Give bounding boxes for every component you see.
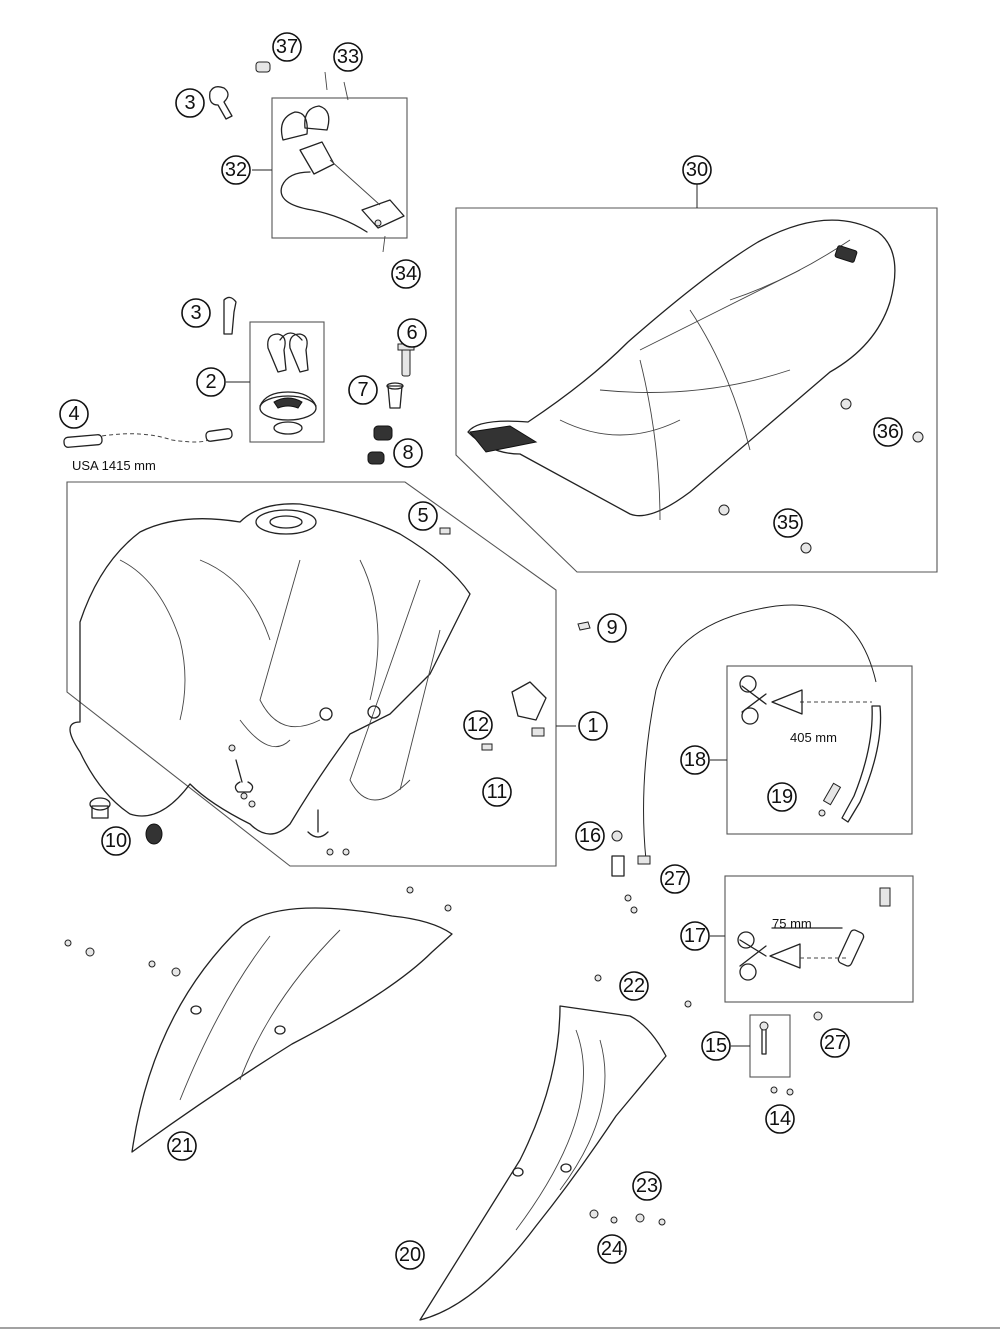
callout-3-top: 3 [175,88,205,118]
tank-mounting-rubber [89,797,163,845]
screw-and-bushing [367,343,415,465]
tank-cap-frame [249,321,325,443]
svg-text:10: 10 [105,830,127,852]
callout-1: 1 [578,711,608,741]
svg-text:17: 17 [684,925,706,947]
callout-6: 6 [397,318,427,348]
callout-33: 33 [333,42,363,72]
svg-text:6: 6 [406,322,417,344]
side-panel-left [64,886,453,1153]
svg-text:12: 12 [467,714,489,736]
svg-text:9: 9 [606,617,617,639]
svg-text:1: 1 [587,715,598,737]
tank-cap [259,332,317,435]
ignition-lock-set [255,61,405,253]
screw-9 [577,621,591,631]
fuel-tank [69,503,471,856]
svg-text:37: 37 [276,36,298,58]
svg-text:8: 8 [402,442,413,464]
svg-text:7: 7 [357,379,368,401]
callout-36: 36 [873,417,903,447]
svg-text:14: 14 [769,1108,791,1130]
dimension-75mm: 75 mm [772,916,812,931]
callout-32: 32 [221,155,251,185]
callout-14: 14 [765,1104,795,1134]
breather-hose [63,428,233,448]
callout-11: 11 [482,777,512,807]
callout-24: 24 [597,1234,627,1264]
callout-30: 30 [682,155,712,185]
callout-8: 8 [393,438,423,468]
svg-text:4: 4 [68,403,79,425]
seat-frame [455,207,938,573]
svg-text:35: 35 [777,512,799,534]
svg-text:5: 5 [417,505,428,527]
svg-text:16: 16 [579,825,601,847]
callout-37: 37 [272,32,302,62]
svg-text:3: 3 [184,92,195,114]
callout-21: 21 [167,1131,197,1161]
callout-7: 7 [348,375,378,405]
svg-text:2: 2 [205,371,216,393]
svg-text:30: 30 [686,159,708,181]
fuel-level-sensor [481,681,547,751]
svg-text:21: 21 [171,1135,193,1157]
svg-text:36: 36 [877,421,899,443]
seat [467,219,924,554]
svg-text:32: 32 [225,159,247,181]
svg-text:24: 24 [601,1238,623,1260]
callout-10: 10 [101,826,131,856]
callout-23: 23 [632,1171,662,1201]
callout-22: 22 [619,971,649,1001]
key-blank [223,296,237,335]
hose-cut-405-frame [726,665,913,835]
svg-text:27: 27 [664,868,686,890]
fuel-tap-frame [749,1014,791,1078]
dimension-usa-1415mm: USA 1415 mm [72,458,156,473]
hose-405-detail [739,675,882,823]
svg-text:20: 20 [399,1244,421,1266]
callout-4: 4 [59,399,89,429]
callout-2: 2 [196,367,226,397]
callout-3-mid: 3 [181,298,211,328]
callout-19: 19 [767,782,797,812]
leader-lines [226,169,750,1047]
callout-35: 35 [773,508,803,538]
callout-15: 15 [701,1031,731,1061]
callout-9: 9 [597,613,627,643]
fuel-tap [611,830,823,1096]
key-blank-top [209,86,233,120]
fuel-hose [643,604,877,861]
side-panel-right [419,974,692,1321]
callout-18: 18 [680,745,710,775]
callout-34: 34 [391,259,421,289]
callout-17: 17 [680,921,710,951]
hose-cut-75-frame [724,875,914,1003]
svg-text:27: 27 [824,1032,846,1054]
callout-27-lower: 27 [820,1028,850,1058]
svg-text:33: 33 [337,46,359,68]
callout-12: 12 [463,710,493,740]
callout-20: 20 [395,1240,425,1270]
callout-27-upper: 27 [660,864,690,894]
dimension-405mm: 405 mm [790,730,837,745]
svg-text:34: 34 [395,263,417,285]
callout-16: 16 [575,821,605,851]
callout-5: 5 [408,501,438,531]
lock-set-frame [271,97,408,239]
hose-75-detail [737,887,891,981]
svg-text:23: 23 [636,1175,658,1197]
svg-text:18: 18 [684,749,706,771]
svg-text:11: 11 [487,781,508,803]
svg-text:22: 22 [623,975,645,997]
svg-text:19: 19 [771,786,793,808]
svg-text:15: 15 [705,1035,727,1057]
fuel-tank-frame [66,481,557,867]
svg-text:3: 3 [190,302,201,324]
